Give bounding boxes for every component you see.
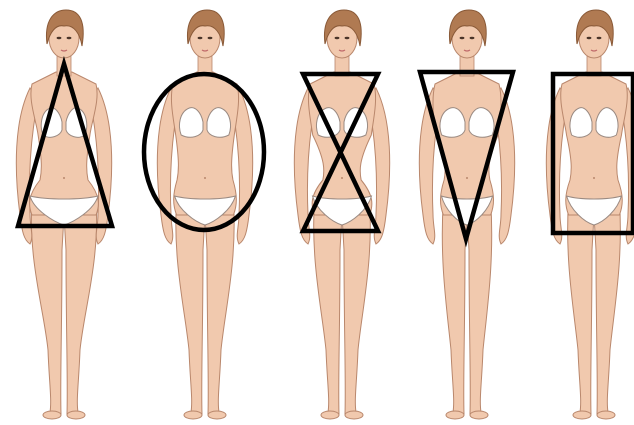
left-eye	[198, 37, 203, 39]
torso	[171, 72, 238, 215]
right-eye	[345, 37, 350, 39]
right-foot	[597, 411, 615, 419]
right-eye	[597, 37, 602, 39]
left-foot	[43, 411, 61, 419]
left-foot	[446, 411, 464, 419]
legs	[31, 200, 96, 414]
left-eye	[335, 37, 340, 39]
right-eye	[208, 37, 213, 39]
right-foot	[208, 411, 226, 419]
right-foot	[67, 411, 85, 419]
torso	[561, 72, 628, 215]
navel	[466, 177, 468, 179]
right-foot	[345, 411, 363, 419]
left-eye	[460, 37, 465, 39]
left-eye	[57, 37, 62, 39]
figure-5	[546, 10, 634, 419]
left-foot	[321, 411, 339, 419]
left-foot	[573, 411, 591, 419]
navel	[63, 177, 65, 179]
right-foot	[470, 411, 488, 419]
navel	[593, 177, 595, 179]
right-eye	[470, 37, 475, 39]
left-foot	[184, 411, 202, 419]
left-eye	[587, 37, 592, 39]
right-eye	[67, 37, 72, 39]
navel	[204, 177, 206, 179]
navel	[341, 177, 343, 179]
